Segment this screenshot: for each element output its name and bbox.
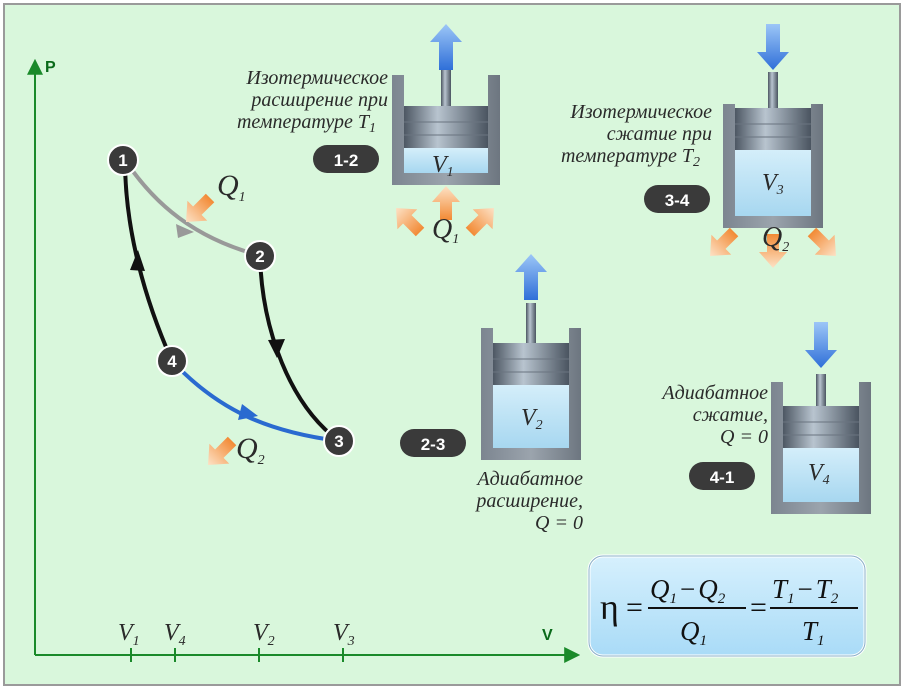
svg-text:Изотермическое: Изотермическое: [245, 67, 388, 89]
piston-up-arrow-icon-1-2: [430, 24, 462, 70]
piston-down-arrow-icon-3-4: [757, 24, 789, 70]
svg-text:сжатие,: сжатие,: [693, 404, 768, 426]
badge-1-2: 1-2: [313, 145, 379, 173]
svg-text:Адиабатное: Адиабатное: [475, 468, 583, 490]
process-1-2-text: Изотермическое расширение при температур…: [237, 67, 388, 136]
equals-sign-2: =: [750, 591, 767, 624]
svg-text:4-1: 4-1: [710, 468, 735, 487]
state-node-3: 3: [323, 425, 355, 457]
svg-text:V1: V1: [118, 620, 140, 649]
svg-text:V2: V2: [253, 620, 275, 649]
isotherm-1-2-arrowhead: [176, 224, 194, 238]
badge-4-1: 4-1: [689, 462, 755, 490]
svg-text:Изотермическое: Изотермическое: [569, 101, 712, 123]
v-tick-v4: V4: [164, 620, 186, 662]
badge-2-3: 2-3: [400, 429, 466, 457]
svg-text:Адиабатное: Адиабатное: [660, 382, 768, 404]
svg-text:2: 2: [255, 247, 264, 266]
process-2-3-text: Адиабатное расширение, Q = 0: [474, 468, 583, 534]
svg-text:2-3: 2-3: [421, 435, 446, 454]
svg-text:Q = 0: Q = 0: [720, 426, 768, 448]
v2-tick-label: V: [253, 620, 270, 646]
v-tick-v3: V3: [333, 620, 355, 662]
fraction1-denominator: Q1: [680, 616, 707, 649]
svg-text:V4: V4: [164, 620, 186, 649]
svg-text:V4: V4: [808, 460, 830, 488]
svg-text:1: 1: [118, 151, 127, 170]
process-3-4-text: Изотермическое сжатие при температуре T2: [561, 101, 712, 170]
adiabat-4-1-arrowhead: [130, 250, 145, 271]
svg-text:V1: V1: [432, 152, 454, 180]
equals-sign-1: =: [626, 591, 643, 624]
fraction2-denominator: T1: [802, 616, 825, 649]
svg-text:3: 3: [334, 432, 343, 451]
process-4-1-text: Адиабатное сжатие, Q = 0: [660, 382, 768, 448]
svg-text:V3: V3: [762, 170, 784, 198]
cylinder-1-2: V1: [392, 70, 500, 185]
state-node-1: 1: [107, 144, 139, 176]
piston-down-arrow-icon-4-1: [805, 322, 837, 368]
svg-text:температуре T1: температуре T1: [237, 111, 376, 136]
v4-tick-sub: 4: [179, 634, 186, 649]
piston-up-arrow-icon-2-3: [515, 254, 547, 300]
v-axis-label: V: [542, 627, 553, 644]
v1-tick-sub: 1: [133, 634, 140, 649]
svg-text:1-2: 1-2: [334, 151, 359, 170]
svg-text:V3: V3: [333, 620, 355, 649]
svg-text:V2: V2: [521, 405, 543, 433]
cylinder-3-4: V3: [723, 72, 823, 228]
cylinder-2-3: V2: [481, 303, 581, 460]
v-tick-v2: V2: [253, 620, 275, 662]
v2-tick-sub: 2: [268, 634, 275, 649]
q2-label: Q2: [236, 432, 265, 468]
svg-text:Q = 0: Q = 0: [535, 512, 583, 534]
adiabat-2-3: [258, 255, 341, 443]
fraction2-numerator: T1−T2: [772, 574, 839, 607]
svg-text:температуре T2: температуре T2: [561, 145, 700, 170]
svg-text:3-4: 3-4: [665, 191, 690, 210]
isotherm-1-2: [123, 158, 259, 257]
process-1-2-heat-label: Q1: [432, 214, 459, 247]
badge-3-4: 3-4: [644, 185, 710, 213]
svg-text:4: 4: [167, 352, 177, 371]
svg-text:расширение при: расширение при: [249, 89, 388, 111]
q1-label: Q1: [217, 169, 246, 205]
efficiency-formula: η = Q1−Q2 Q1 = T1−T2 T1: [587, 554, 867, 658]
cylinder-4-1: V4: [771, 374, 871, 514]
v3-tick-label: V: [333, 620, 350, 646]
process-3-4-heat-label: Q2: [762, 222, 789, 255]
isotherm-3-4-arrowhead: [238, 404, 258, 420]
state-node-4: 4: [156, 345, 188, 377]
v1-tick-label: V: [118, 620, 135, 646]
v4-tick-label: V: [164, 620, 181, 646]
svg-text:сжатие при: сжатие при: [607, 123, 712, 145]
eta-symbol: η: [600, 587, 619, 627]
fraction1-numerator: Q1−Q2: [650, 574, 726, 607]
v3-tick-sub: 3: [347, 634, 355, 649]
state-node-2: 2: [244, 240, 276, 272]
svg-text:расширение,: расширение,: [474, 490, 583, 512]
v-tick-v1: V1: [118, 620, 140, 662]
adiabat-2-3-arrowhead: [268, 339, 285, 358]
p-axis-label: P: [45, 59, 56, 76]
